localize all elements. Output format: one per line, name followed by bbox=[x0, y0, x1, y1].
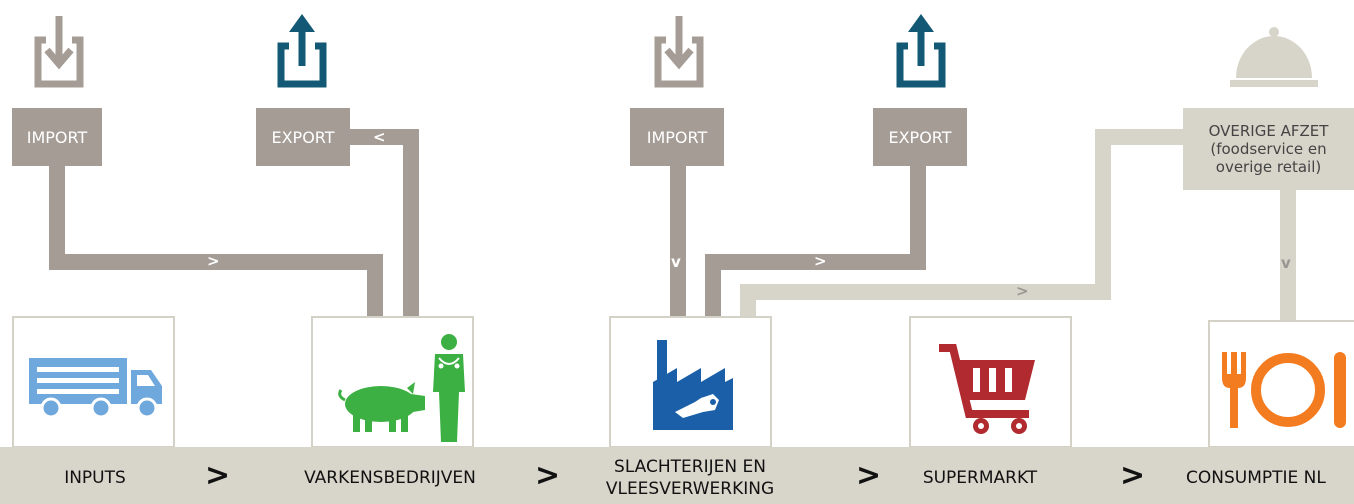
slacht-to-export-line bbox=[705, 165, 926, 320]
supermarkt-card bbox=[909, 316, 1072, 448]
shopping-cart-icon bbox=[939, 344, 1035, 434]
stage-label-varkensbedrijven: VARKENSBEDRIJVEN bbox=[304, 468, 476, 488]
stage-separator-2: > bbox=[535, 458, 561, 493]
import-box-1: IMPORT bbox=[12, 108, 102, 166]
slachterijen-card bbox=[609, 316, 772, 448]
slacht-to-export-marker: > bbox=[814, 252, 827, 270]
stage-label-consumptie: CONSUMPTIE NL bbox=[1186, 468, 1326, 488]
varkens-to-export-line bbox=[350, 129, 419, 320]
stage-separator-3: > bbox=[856, 458, 882, 493]
export-icon bbox=[896, 14, 946, 88]
inputs-card bbox=[12, 316, 175, 448]
import-box-2: IMPORT bbox=[630, 108, 724, 166]
import-to-varkens-line bbox=[49, 165, 383, 320]
varkensbedrijven-card bbox=[311, 316, 474, 448]
truck-icon bbox=[29, 358, 162, 419]
export-arrow-marker: < bbox=[373, 128, 386, 146]
import-icon bbox=[654, 16, 704, 88]
stage-label-inputs: INPUTS bbox=[64, 468, 126, 488]
inputs-to-varkens-marker: > bbox=[207, 252, 220, 270]
export-box-1: EXPORT bbox=[256, 108, 350, 166]
import-down-marker: v bbox=[671, 253, 681, 271]
pig-farmer-icon bbox=[338, 334, 465, 442]
stage-separator-4: > bbox=[1120, 458, 1146, 493]
cloche-icon bbox=[1230, 27, 1318, 87]
export-icon bbox=[277, 14, 327, 88]
stage-label-supermarkt: SUPERMARKT bbox=[922, 468, 1038, 488]
stage-label-slachterijen: SLACHTERIJEN EN VLEESVERWERKING bbox=[605, 457, 775, 499]
slacht-to-overige-marker: > bbox=[1016, 282, 1029, 300]
stage-separator-1: > bbox=[205, 458, 231, 493]
overige-down-marker: v bbox=[1281, 254, 1291, 272]
export-box-2: EXPORT bbox=[873, 108, 967, 166]
import-icon bbox=[34, 16, 84, 88]
slacht-to-overige-line bbox=[740, 129, 1185, 320]
stage-label-band bbox=[0, 447, 1354, 504]
factory-icon bbox=[653, 340, 733, 430]
overige-afzet-box: OVERIGE AFZET (foodservice en overige re… bbox=[1183, 108, 1354, 190]
consumptie-card bbox=[1208, 320, 1354, 448]
plate-cutlery-icon bbox=[1222, 352, 1346, 428]
